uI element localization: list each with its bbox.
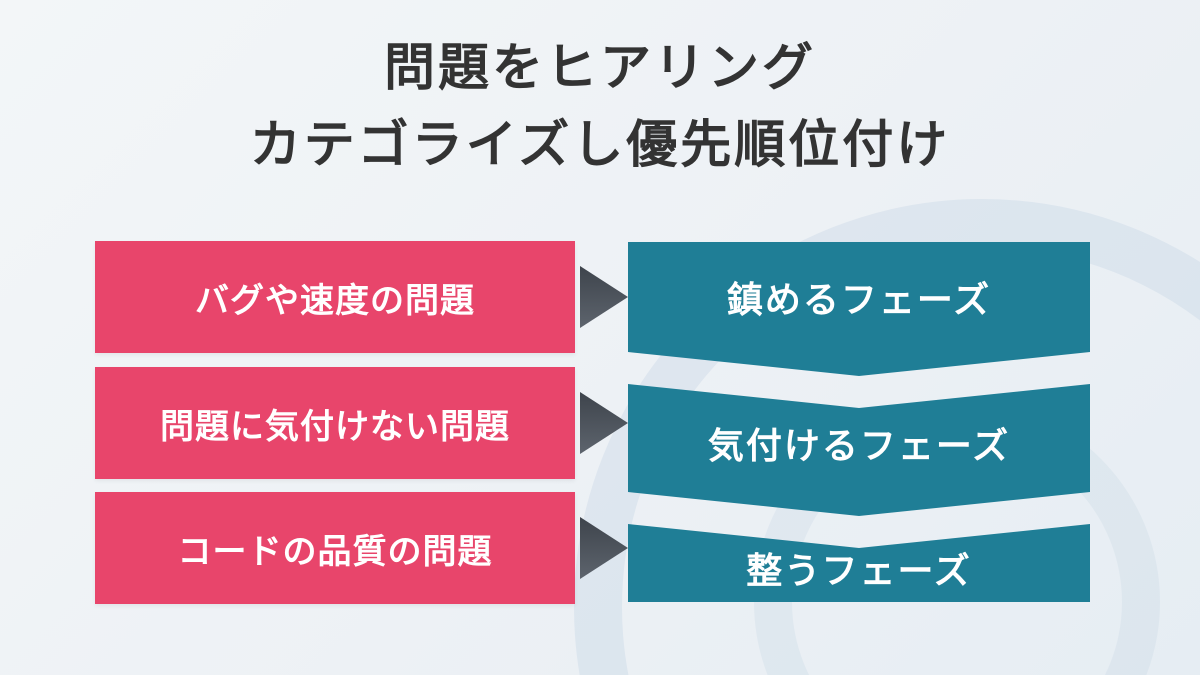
arrow-right-icon [580,266,628,328]
slide-title: 問題をヒアリング カテゴライズし優先順位付け [0,30,1200,183]
problem-box-code-quality: コードの品質の問題 [95,492,575,604]
title-line-2: カテゴライズし優先順位付け [249,115,951,173]
phase-label: 鎮めるフェーズ [726,279,992,320]
phase-box-calm: 鎮めるフェーズ [628,242,1090,376]
phase-label: 整うフェーズ [746,550,972,591]
phase-box-notice: 気付けるフェーズ [628,384,1090,516]
problem-label: 問題に気付けない問題 [160,407,510,446]
problem-label: コードの品質の問題 [177,532,493,571]
problem-box-unnoticed: 問題に気付けない問題 [95,367,575,479]
problem-label: バグや速度の問題 [195,281,475,320]
problem-box-bugs-speed: バグや速度の問題 [95,241,575,353]
title-line-1: 問題をヒアリング [383,39,816,96]
phase-label: 気付けるフェーズ [707,425,1011,466]
